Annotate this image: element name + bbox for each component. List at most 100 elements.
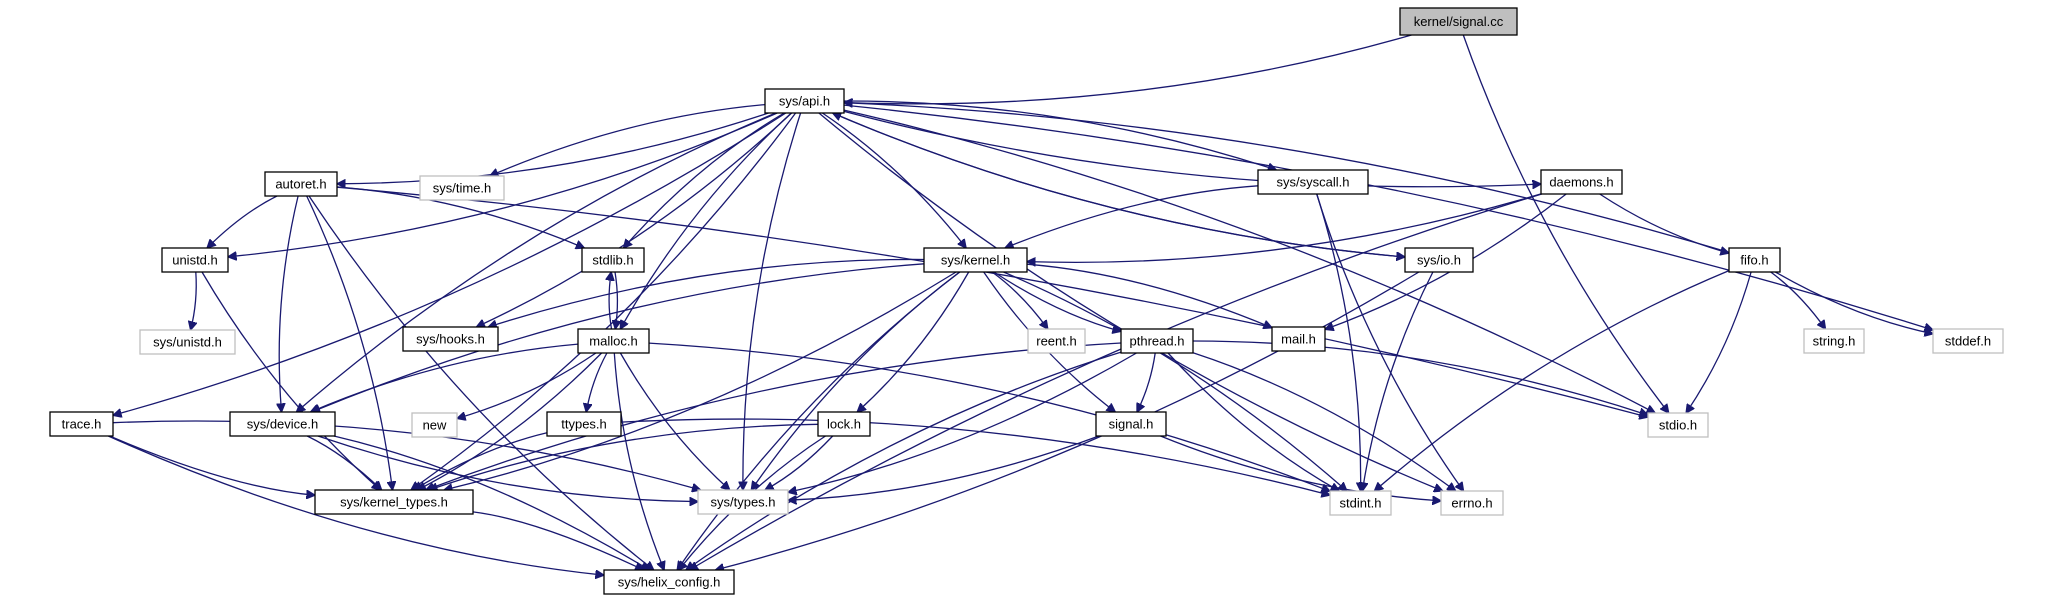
edge-malloc-to-stdint xyxy=(648,342,1330,491)
node-label: sys/syscall.h xyxy=(1277,175,1350,190)
node-helix[interactable]: sys/helix_config.h xyxy=(603,569,735,595)
edge-ttypes-to-stdint xyxy=(620,418,1330,495)
edge-api-to-trace xyxy=(113,112,787,415)
node-box xyxy=(1329,490,1392,516)
node-label: kernel/signal.cc xyxy=(1414,14,1504,29)
node-sysunistd: sys/unistd.h xyxy=(139,329,236,355)
node-signal[interactable]: signal.h xyxy=(1095,411,1167,437)
node-box xyxy=(581,247,645,273)
node-box xyxy=(546,411,622,437)
edge-fifo-to-stdint xyxy=(1374,269,1730,491)
edge-daemons-to-helix xyxy=(689,193,1542,570)
edge-device-to-helix xyxy=(333,435,649,570)
edge-fifo-to-api xyxy=(844,103,1730,254)
node-label: sys/api.h xyxy=(779,94,830,109)
node-syscall[interactable]: sys/syscall.h xyxy=(1257,169,1369,195)
edge-device-to-ktypes xyxy=(306,435,381,490)
node-label: ttypes.h xyxy=(561,417,607,432)
node-kernel[interactable]: sys/kernel.h xyxy=(923,247,1028,273)
node-label: mail.h xyxy=(1281,332,1316,347)
edge-signal_cc-to-stdio xyxy=(1462,34,1668,413)
node-sysio[interactable]: sys/io.h xyxy=(1404,247,1474,273)
node-box xyxy=(1803,328,1865,354)
node-box xyxy=(49,411,114,437)
edge-api-to-stddef xyxy=(843,104,1933,330)
edge-malloc-to-helix xyxy=(613,352,664,570)
edge-api-to-time xyxy=(490,103,766,176)
edge-signal-to-errno xyxy=(1160,435,1442,501)
node-signal-cc[interactable]: kernel/signal.cc xyxy=(1399,7,1518,36)
node-ktypes[interactable]: sys/kernel_types.h xyxy=(314,489,474,515)
edge-fifo-to-string xyxy=(1770,271,1826,329)
node-label: fifo.h xyxy=(1740,253,1768,268)
node-box xyxy=(1120,328,1194,354)
edge-trace-to-ktypes xyxy=(109,435,315,495)
edge-malloc-to-ktypes xyxy=(417,352,603,490)
node-label: unistd.h xyxy=(172,253,218,268)
edge-pthread-to-types xyxy=(788,352,1137,492)
edge-kernel-to-stdint xyxy=(1003,271,1347,491)
edge-kernel-to-lock xyxy=(857,271,970,412)
node-label: stdio.h xyxy=(1659,418,1697,433)
node-errno: errno.h xyxy=(1440,490,1504,516)
edge-syscall-to-stdint xyxy=(1316,193,1361,491)
edge-autoret-to-helix xyxy=(308,195,654,570)
edge-kernel-to-device xyxy=(312,263,925,412)
node-time: sys/time.h xyxy=(419,175,505,201)
edge-malloc-to-ttypes xyxy=(586,352,608,412)
edge-signal-to-types xyxy=(788,435,1100,500)
node-api[interactable]: sys/api.h xyxy=(764,88,845,114)
node-label: stdlib.h xyxy=(592,253,633,268)
node-box xyxy=(229,411,336,437)
node-box xyxy=(1027,328,1086,354)
node-box xyxy=(411,412,458,438)
edge-pthread-to-signal xyxy=(1137,352,1156,412)
edge-syscall-to-kernel xyxy=(1005,185,1259,248)
node-stdint: stdint.h xyxy=(1329,490,1392,516)
node-stdlib[interactable]: stdlib.h xyxy=(581,247,645,273)
edge-api-to-stdlib xyxy=(624,112,785,248)
node-label: sys/time.h xyxy=(433,181,492,196)
edge-signal_cc-to-api xyxy=(844,34,1412,104)
edge-sysio-to-stdint xyxy=(1362,271,1434,491)
node-label: sys/unistd.h xyxy=(153,335,222,350)
node-trace[interactable]: trace.h xyxy=(49,411,114,437)
edge-device-to-types xyxy=(317,435,698,502)
node-daemons[interactable]: daemons.h xyxy=(1540,169,1623,195)
node-ttypes[interactable]: ttypes.h xyxy=(546,411,622,437)
node-box xyxy=(1271,326,1326,352)
edge-api-to-kernel xyxy=(822,112,966,248)
node-box xyxy=(1728,247,1781,273)
node-label: signal.h xyxy=(1109,417,1154,432)
node-mail[interactable]: mail.h xyxy=(1271,326,1326,352)
edge-api-to-autoret xyxy=(337,112,769,184)
node-hooks[interactable]: sys/hooks.h xyxy=(402,326,499,352)
node-box xyxy=(1932,328,2004,354)
node-lock[interactable]: lock.h xyxy=(817,411,871,437)
dependency-edges xyxy=(108,34,1933,575)
node-malloc[interactable]: malloc.h xyxy=(577,328,650,354)
edge-api-to-stdio xyxy=(843,109,1655,413)
node-label: sys/device.h xyxy=(247,417,319,432)
edge-api-to-syscall xyxy=(843,100,1276,170)
edge-pthread-to-ktypes xyxy=(426,342,1122,490)
edge-lock-to-types xyxy=(765,435,834,490)
edge-malloc-to-types xyxy=(619,352,729,490)
node-fifo[interactable]: fifo.h xyxy=(1728,247,1781,273)
edge-kernel-to-hooks xyxy=(488,258,925,327)
edge-ttypes-to-ktypes xyxy=(414,432,548,490)
edge-stdlib-to-malloc xyxy=(615,271,617,329)
node-autoret[interactable]: autoret.h xyxy=(264,171,338,197)
node-pthread[interactable]: pthread.h xyxy=(1120,328,1194,354)
edge-fifo-to-stddef xyxy=(1775,271,1933,334)
node-unistd[interactable]: unistd.h xyxy=(161,247,229,273)
edge-unistd-to-sysunistd xyxy=(191,271,197,330)
edge-malloc-to-stdlib xyxy=(609,272,611,330)
edge-pthread-to-stdio xyxy=(1192,340,1648,415)
node-box xyxy=(419,175,505,201)
node-label: stdint.h xyxy=(1340,496,1382,511)
edge-pthread-to-stdint xyxy=(1167,352,1339,491)
node-device[interactable]: sys/device.h xyxy=(229,411,336,437)
edge-kernel-to-pthread xyxy=(993,271,1121,331)
